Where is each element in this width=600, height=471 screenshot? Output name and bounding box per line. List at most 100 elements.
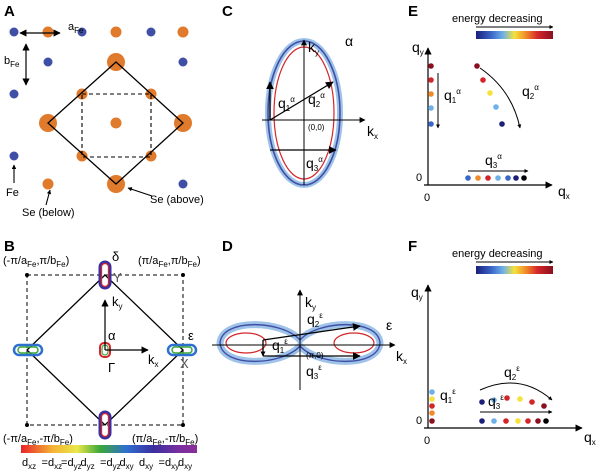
unit-cell-square bbox=[81, 93, 152, 158]
orbital-label: =dxz bbox=[42, 457, 63, 471]
zero-y: 0 bbox=[416, 172, 422, 184]
panel-c: C ky kx α (0,0) q1α q2α q3α bbox=[222, 3, 378, 188]
orbital-colorbar bbox=[21, 445, 197, 453]
Gamma-label: Γ bbox=[108, 360, 115, 375]
alpha-label: α bbox=[345, 33, 353, 49]
q-dot bbox=[543, 418, 549, 424]
q2-label: q2ε bbox=[504, 364, 520, 382]
X-label: X bbox=[180, 356, 189, 371]
q-dot bbox=[503, 418, 509, 424]
q2-vector bbox=[269, 81, 334, 121]
orbital-label: dxy bbox=[139, 457, 153, 471]
fe-atom bbox=[146, 27, 156, 37]
q-dot bbox=[475, 175, 481, 181]
orbital-label: dxz bbox=[22, 457, 36, 471]
left-pocket bbox=[12, 343, 44, 357]
ky-label: ky bbox=[308, 39, 319, 57]
q-dot bbox=[479, 399, 485, 405]
q-dot bbox=[480, 77, 486, 83]
se-atom-below bbox=[42, 178, 54, 190]
zero-x: 0 bbox=[424, 435, 430, 447]
q-dot bbox=[529, 399, 535, 405]
q2-vector bbox=[262, 323, 361, 341]
panel-f-label: F bbox=[408, 238, 417, 255]
energy-label: energy decreasing bbox=[452, 13, 543, 25]
q-dot bbox=[499, 121, 505, 127]
orbital-label: =dyz bbox=[100, 457, 121, 471]
q3-label: q3α bbox=[306, 155, 323, 173]
b-fe-label: bFe bbox=[4, 55, 20, 69]
q-dot bbox=[525, 418, 531, 424]
q-dot bbox=[428, 105, 434, 111]
q-dot bbox=[429, 418, 435, 424]
ky-label: ky bbox=[305, 294, 316, 312]
delta-pocket bbox=[98, 260, 112, 290]
se-below-pointer bbox=[45, 189, 52, 206]
panel-a-label: A bbox=[4, 3, 15, 20]
q2-label: q2ε bbox=[307, 311, 323, 329]
q-dot bbox=[479, 418, 485, 424]
fe-atom bbox=[77, 27, 87, 37]
corner-dot bbox=[181, 273, 185, 277]
q-dot bbox=[535, 418, 541, 424]
q1-label: q1α bbox=[444, 87, 461, 105]
se-atom-below bbox=[177, 26, 189, 38]
orbital-label: dxy bbox=[178, 457, 192, 471]
q-dot bbox=[493, 104, 499, 110]
q-dot bbox=[485, 175, 491, 181]
energy-colorbar bbox=[476, 266, 553, 274]
ky-label: ky bbox=[112, 294, 123, 311]
q-dot bbox=[541, 403, 547, 409]
panel-b-label: B bbox=[4, 238, 15, 255]
corner-dot bbox=[25, 273, 29, 277]
se-atom-below bbox=[110, 117, 122, 129]
panel-b: B (-π/aFe,π/bFe) (π/aFe,π/bFe) (-π/aFe,-… bbox=[3, 238, 201, 471]
panel-d-label: D bbox=[222, 238, 233, 255]
orbital-label: dyz bbox=[81, 457, 95, 471]
q-dot bbox=[491, 397, 497, 403]
fe-atom bbox=[9, 27, 19, 37]
se-atom-below bbox=[145, 150, 157, 162]
q-dot bbox=[517, 396, 523, 402]
se-atom-below bbox=[76, 150, 88, 162]
lattice bbox=[9, 26, 192, 193]
epsilon-label: ε bbox=[386, 317, 392, 333]
q-dot bbox=[504, 395, 510, 401]
delta-label: δ bbox=[112, 249, 119, 264]
left-pocket-inner bbox=[17, 346, 39, 354]
se-atom-below bbox=[110, 26, 122, 38]
q1-label: q1ε bbox=[272, 337, 288, 355]
corner-bl-label: (-π/aFe,-π/bFe) bbox=[3, 433, 73, 447]
panel-a: A aFe bFe Fe Se (below) Se (above) bbox=[4, 3, 204, 219]
corner-dot bbox=[181, 423, 185, 427]
panel-d: D ky kx ε (π,0) q1ε q2ε q3ε bbox=[212, 238, 407, 390]
q-dot bbox=[513, 175, 519, 181]
q-dot bbox=[495, 175, 501, 181]
q-dot bbox=[515, 418, 521, 424]
epsilon-pocket bbox=[166, 343, 198, 357]
corner-br-label: (π/aFe,-π/bFe) bbox=[132, 433, 198, 447]
q-dot bbox=[429, 389, 435, 395]
qx-label: qx bbox=[584, 429, 596, 447]
a-fe-label: aFe bbox=[68, 21, 84, 35]
fe-label: Fe bbox=[6, 187, 19, 199]
q-dot bbox=[428, 121, 434, 127]
epsilon-pocket-inner bbox=[171, 346, 193, 354]
kx-label: kx bbox=[148, 352, 159, 369]
fe-atom bbox=[9, 151, 19, 161]
q-dot bbox=[428, 91, 434, 97]
q-dot bbox=[429, 403, 435, 409]
q2-arrow bbox=[479, 382, 553, 401]
q-dot bbox=[505, 175, 511, 181]
panel-f: F energy decreasing qy qx 0 0 q1ε q2ε q3… bbox=[408, 238, 596, 447]
q3-label: q3α bbox=[485, 152, 502, 170]
fe-atom bbox=[178, 57, 188, 67]
se-above-pointer bbox=[127, 187, 153, 197]
qy-label: qy bbox=[411, 284, 423, 302]
energy-colorbar bbox=[476, 31, 553, 39]
q-dot bbox=[429, 396, 435, 402]
bottom-pocket-inner bbox=[100, 412, 110, 438]
origin-label: (0,0) bbox=[308, 123, 325, 132]
panel-c-label: C bbox=[222, 3, 233, 20]
